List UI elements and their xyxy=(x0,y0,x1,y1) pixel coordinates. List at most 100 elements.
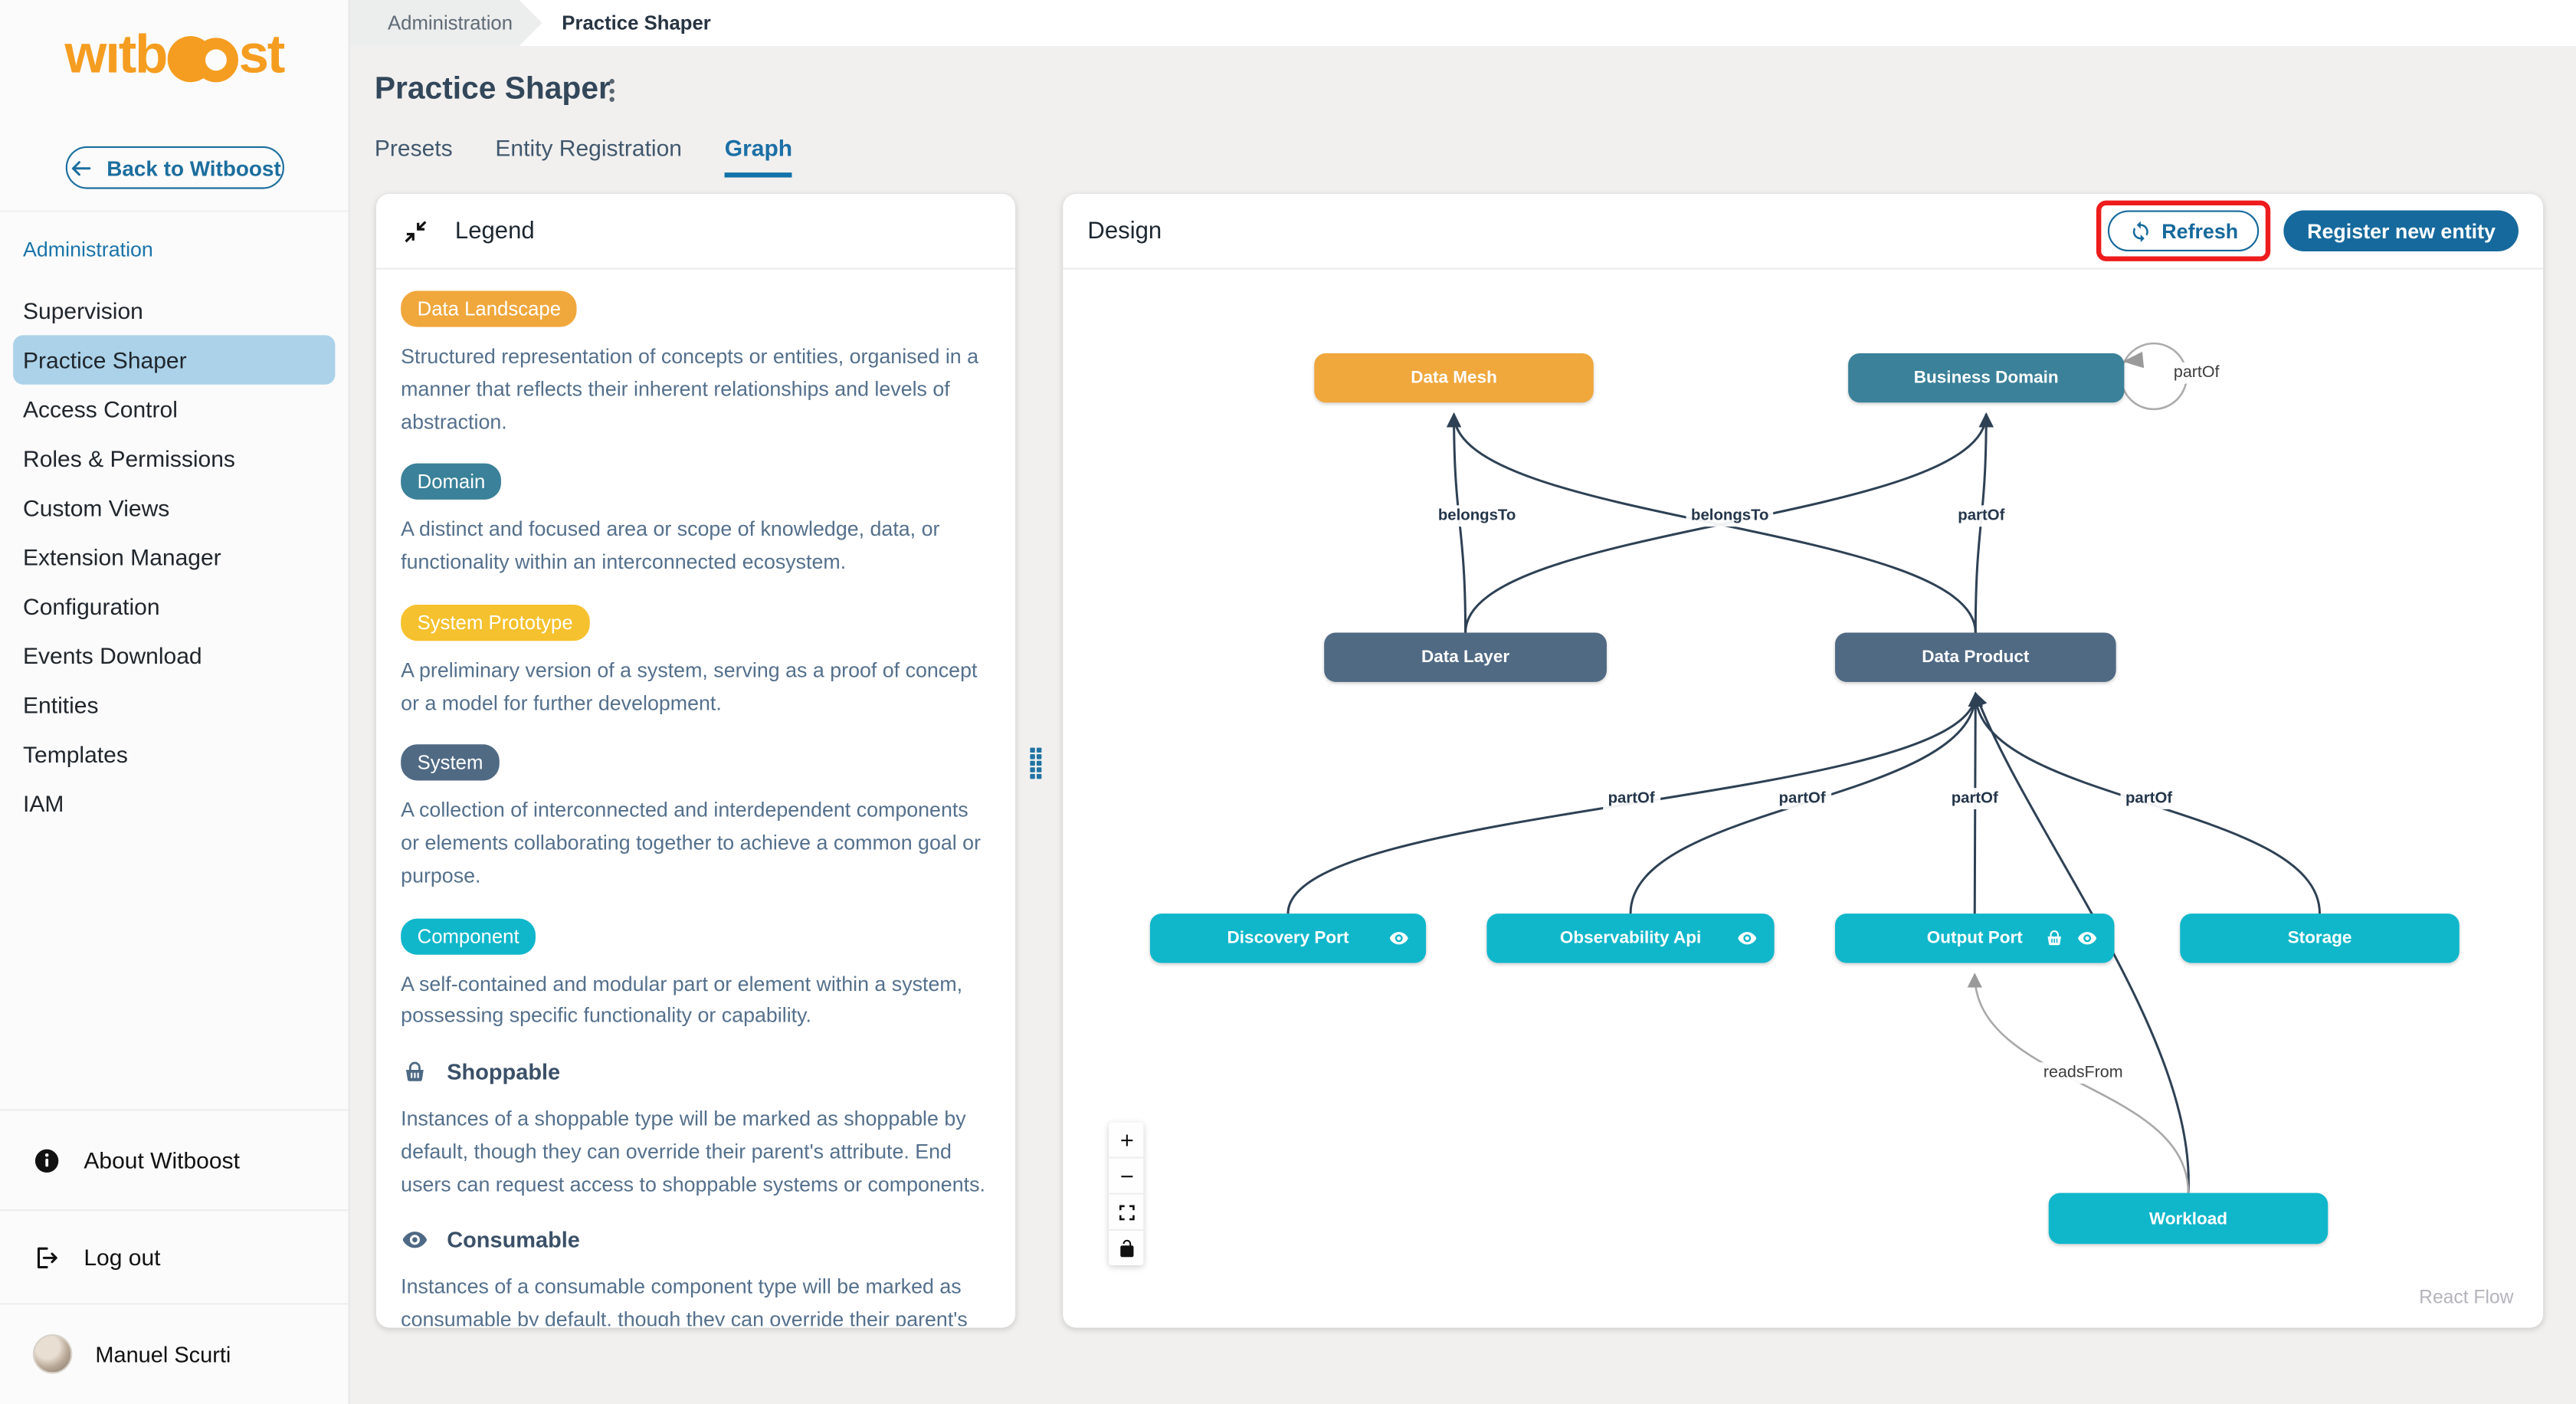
page-title: Practice Shaper xyxy=(374,72,611,107)
design-header: Design Refresh Register new entity xyxy=(1063,194,2544,270)
node-attribute-icons xyxy=(1388,927,1410,949)
node-label: Data Layer xyxy=(1421,647,1510,668)
legend-header: Legend xyxy=(376,194,1016,270)
edge-label-belongsto: belongsTo xyxy=(1433,505,1521,527)
graph-node-workload[interactable]: Workload xyxy=(2048,1192,2329,1245)
legend-badge-domain: Domain xyxy=(401,464,502,500)
node-attribute-icons xyxy=(1736,927,1758,949)
sidebar-item-iam[interactable]: IAM xyxy=(23,790,64,817)
node-label: Output Port xyxy=(1926,928,2023,949)
refresh-label: Refresh xyxy=(2161,219,2239,243)
node-label: Workload xyxy=(2148,1209,2228,1228)
back-to-witboost-button[interactable]: Back to Witboost xyxy=(65,146,284,189)
avatar xyxy=(32,1334,73,1375)
legend-title: Legend xyxy=(454,218,535,244)
tab-presets[interactable]: Presets xyxy=(374,134,453,162)
legend-description: A distinct and focused area or scope of … xyxy=(401,517,940,574)
eye-icon xyxy=(1736,927,1758,949)
legend-badge-system: System xyxy=(401,744,500,781)
edge-label-readsfrom: readsFrom xyxy=(2038,1062,2129,1084)
sidebar-item-access-control[interactable]: Access Control xyxy=(23,395,178,423)
legend-attribute-label: Shoppable xyxy=(447,1059,561,1085)
fit-view-button[interactable] xyxy=(1109,1194,1144,1231)
graph-node-output-port[interactable]: Output Port xyxy=(1834,914,2115,963)
legend-description: A collection of interconnected and inter… xyxy=(401,799,982,887)
graph-node-data-mesh[interactable]: Data Mesh xyxy=(1314,353,1594,403)
breadcrumb: Administration Practice Shaper xyxy=(348,0,2576,47)
graph-controls xyxy=(1109,1122,1144,1265)
basket-icon xyxy=(2043,927,2065,949)
breadcrumb-root-label: Administration xyxy=(388,11,513,35)
zoom-out-button[interactable] xyxy=(1109,1158,1144,1195)
sidebar-item-custom-views[interactable]: Custom Views xyxy=(23,494,170,521)
about-witboost-button[interactable]: About Witboost xyxy=(0,1109,349,1210)
eye-icon xyxy=(1388,927,1410,949)
graph-node-discovery-port[interactable]: Discovery Port xyxy=(1149,914,1427,963)
edge-label-belongsto: belongsTo xyxy=(1686,505,1774,527)
sidebar-item-templates[interactable]: Templates xyxy=(23,741,128,768)
graph-node-business-domain[interactable]: Business Domain xyxy=(1848,353,2125,403)
node-label: Discovery Port xyxy=(1227,928,1349,949)
sidebar-item-entities[interactable]: Entities xyxy=(23,691,99,718)
fit-view-icon xyxy=(1118,1204,1134,1220)
lock-toggle-button[interactable] xyxy=(1109,1230,1144,1265)
react-flow-attribution[interactable]: React Flow xyxy=(2419,1288,2514,1308)
edge-label-partof: partOf xyxy=(2120,788,2178,809)
legend-attribute-label: Consumable xyxy=(447,1228,580,1253)
design-title: Design xyxy=(1087,218,1162,244)
graph-node-observability-api[interactable]: Observability Api xyxy=(1486,914,1775,963)
legend-badge-data-landscape: Data Landscape xyxy=(401,290,578,327)
node-label: Data Mesh xyxy=(1411,368,1497,389)
user-menu[interactable]: Manuel Scurti xyxy=(0,1303,349,1404)
tab-entity-registration[interactable]: Entity Registration xyxy=(495,134,682,162)
graph-node-data-layer[interactable]: Data Layer xyxy=(1324,632,1607,682)
plus-icon xyxy=(1120,1133,1132,1146)
graph-node-data-product[interactable]: Data Product xyxy=(1834,632,2116,682)
refresh-icon xyxy=(2132,220,2148,242)
sidebar-item-extension-manager[interactable]: Extension Manager xyxy=(23,543,221,571)
tab-bar: Presets Entity Registration Graph xyxy=(374,134,793,178)
sidebar-item-configuration[interactable]: Configuration xyxy=(23,593,160,620)
breadcrumb-administration[interactable]: Administration xyxy=(348,0,542,47)
graph-canvas[interactable]: React Flow belongsTo belongsTo partOf partO… xyxy=(1063,270,2543,1327)
legend-description: A self-contained and modular part or ele… xyxy=(401,972,963,1028)
legend-description: A preliminary version of a system, servi… xyxy=(401,658,978,714)
panel-resize-handle[interactable] xyxy=(1030,747,1044,779)
logo-text-right: st xyxy=(238,23,286,84)
sidebar-item-events-download[interactable]: Events Download xyxy=(23,642,202,669)
legend-attribute-shoppable: Shoppable xyxy=(401,1058,991,1086)
collapse-icon[interactable] xyxy=(401,216,431,246)
eye-icon xyxy=(2076,927,2098,949)
legend-description: Instances of a consumable component type… xyxy=(401,1275,968,1327)
graph-node-storage[interactable]: Storage xyxy=(2180,914,2460,963)
design-panel: Design Refresh Register new entity React xyxy=(1063,194,2544,1328)
legend-badge-system-prototype: System Prototype xyxy=(401,604,590,641)
edge-label-partof: partOf xyxy=(1952,505,2010,527)
legend-description: Instances of a shoppable type will be ma… xyxy=(401,1107,985,1196)
sidebar-item-practice-shaper[interactable]: Practice Shaper xyxy=(13,335,336,385)
legend-badge-component: Component xyxy=(401,917,536,954)
edge-label-partof: partOf xyxy=(1774,788,1831,809)
refresh-button[interactable]: Refresh xyxy=(2107,210,2260,252)
node-label: Data Product xyxy=(1922,647,2030,668)
minus-icon xyxy=(1120,1175,1132,1177)
edge-label-partof: partOf xyxy=(1603,788,1660,809)
sidebar-item-roles-permissions[interactable]: Roles & Permissions xyxy=(23,445,235,472)
zoom-in-button[interactable] xyxy=(1109,1122,1144,1159)
logout-button[interactable]: Log out xyxy=(0,1209,349,1304)
more-options-button[interactable] xyxy=(598,76,624,106)
about-label: About Witboost xyxy=(84,1146,240,1173)
witboost-logo: wıtb st xyxy=(0,23,349,85)
info-icon xyxy=(34,1148,59,1172)
sidebar-item-supervision[interactable]: Supervision xyxy=(23,297,143,324)
register-new-entity-button[interactable]: Register new entity xyxy=(2284,210,2519,252)
logo-text-left: wıtb xyxy=(64,23,168,84)
node-label: Observability Api xyxy=(1559,928,1702,949)
tab-graph[interactable]: Graph xyxy=(724,135,793,178)
sidebar-footer: About Witboost Log out Manuel Scurti xyxy=(0,1109,349,1404)
eye-icon xyxy=(401,1226,428,1254)
logo-circle-ring-icon xyxy=(194,37,239,82)
